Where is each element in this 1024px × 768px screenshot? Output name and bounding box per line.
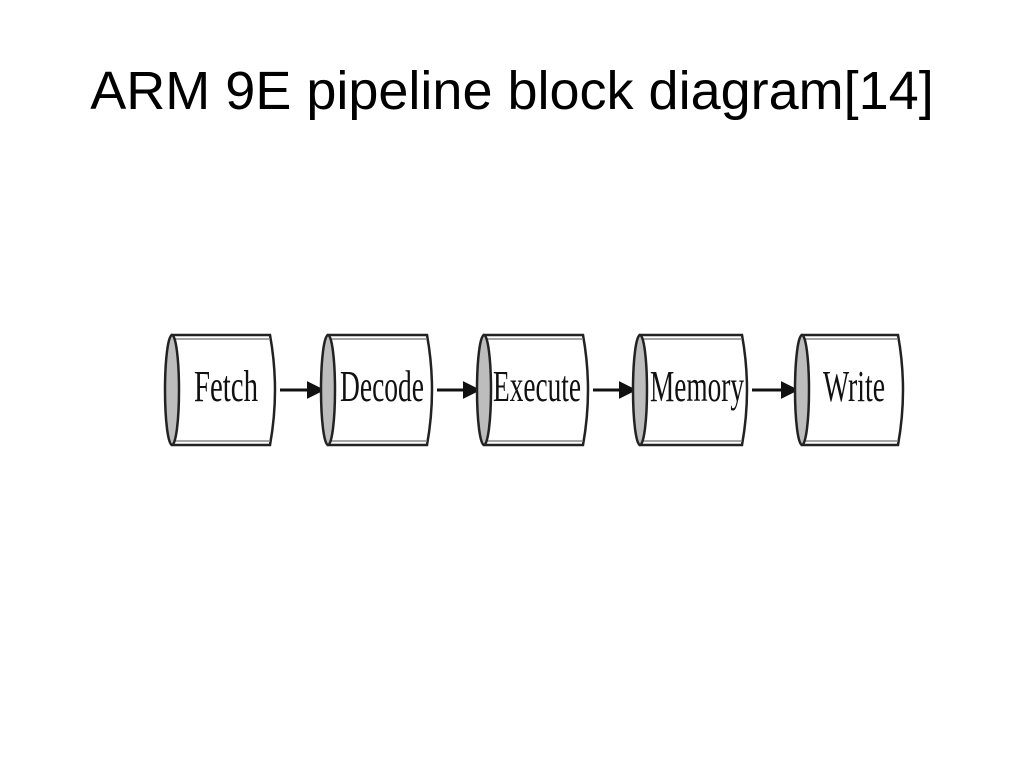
stage-execute-cap bbox=[475, 333, 493, 447]
stage-fetch-label: Fetch bbox=[194, 362, 258, 411]
slide-title: ARM 9E pipeline block diagram[14] bbox=[90, 61, 934, 121]
stage-fetch-cap bbox=[163, 333, 181, 447]
stage-execute-label: Execute bbox=[493, 362, 581, 411]
stage-write-label: Write bbox=[823, 362, 885, 411]
stage-fetch-body bbox=[170, 333, 277, 447]
stage-decode-body bbox=[326, 333, 434, 447]
stage-decode-label: Decode bbox=[340, 362, 424, 411]
stage-write-body bbox=[800, 333, 905, 447]
stage-memory-body bbox=[638, 333, 749, 447]
stage-decode-cap bbox=[319, 333, 337, 447]
stage-fetch: Fetch bbox=[163, 333, 277, 447]
stage-write: Write bbox=[793, 333, 905, 447]
stage-memory-cap bbox=[631, 333, 649, 447]
stage-execute-body bbox=[482, 333, 590, 447]
stage-execute: Execute bbox=[475, 333, 590, 447]
stage-memory: Memory bbox=[631, 333, 749, 447]
stage-decode: Decode bbox=[319, 333, 434, 447]
stage-write-cap bbox=[793, 333, 811, 447]
stage-memory-label: Memory bbox=[650, 362, 744, 411]
